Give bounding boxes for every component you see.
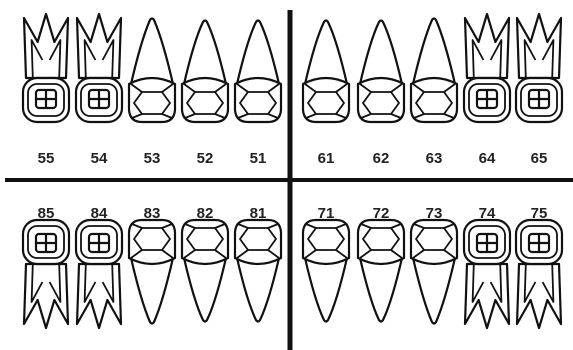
- tooth-74[interactable]: 74: [464, 205, 510, 328]
- tooth-shape-incisor: [358, 21, 404, 123]
- tooth-51[interactable]: 51: [235, 21, 281, 168]
- tooth-root: [305, 258, 347, 322]
- tooth-82[interactable]: 82: [182, 205, 228, 322]
- tooth-number-label: 53: [144, 150, 161, 167]
- tooth-root: [413, 258, 455, 324]
- tooth-number-label: 54: [91, 150, 108, 167]
- quadrant-upper-right: 55 54 53 52 51: [23, 14, 281, 167]
- tooth-shape-molar: [464, 220, 510, 328]
- tooth-75[interactable]: 75: [516, 205, 562, 328]
- tooth-number-label: 85: [38, 205, 55, 222]
- tooth-shape-canine: [411, 220, 457, 324]
- tooth-root: [517, 264, 561, 328]
- tooth-number-label: 62: [373, 150, 390, 167]
- quadrant-lower-left: 71 72 73 74 75: [303, 205, 562, 328]
- tooth-number-label: 51: [250, 150, 267, 167]
- tooth-number-label: 52: [197, 150, 214, 167]
- tooth-shape-canine: [129, 220, 175, 324]
- tooth-number-label: 65: [531, 150, 548, 167]
- tooth-number-label: 71: [318, 205, 335, 222]
- tooth-85[interactable]: 85: [23, 205, 69, 328]
- quadrant-lower-right: 85 84 83 82 81: [23, 205, 281, 328]
- tooth-84[interactable]: 84: [76, 205, 122, 328]
- tooth-root: [360, 258, 402, 322]
- tooth-number-label: 55: [38, 150, 55, 167]
- tooth-number-label: 82: [197, 205, 214, 222]
- tooth-root: [360, 21, 402, 85]
- tooth-65[interactable]: 65: [516, 14, 562, 167]
- tooth-53[interactable]: 53: [129, 19, 175, 168]
- tooth-number-label: 83: [144, 205, 161, 222]
- tooth-shape-incisor: [235, 220, 281, 322]
- tooth-root: [237, 21, 279, 85]
- tooth-root: [77, 14, 121, 78]
- tooth-root: [184, 21, 226, 85]
- tooth-72[interactable]: 72: [358, 205, 404, 322]
- tooth-root: [131, 258, 173, 324]
- tooth-number-label: 75: [531, 205, 548, 222]
- tooth-number-label: 84: [91, 205, 108, 222]
- tooth-number-label: 61: [318, 150, 335, 167]
- tooth-root: [24, 264, 68, 328]
- tooth-shape-incisor: [235, 21, 281, 123]
- tooth-shape-molar: [23, 220, 69, 328]
- tooth-shape-molar: [76, 14, 122, 122]
- tooth-root: [305, 21, 347, 85]
- tooth-shape-molar: [464, 14, 510, 122]
- tooth-52[interactable]: 52: [182, 21, 228, 168]
- tooth-root: [77, 264, 121, 328]
- tooth-shape-molar: [76, 220, 122, 328]
- tooth-54[interactable]: 54: [76, 14, 122, 167]
- tooth-81[interactable]: 81: [235, 205, 281, 322]
- tooth-root: [465, 264, 509, 328]
- tooth-shape-canine: [411, 19, 457, 123]
- tooth-55[interactable]: 55: [23, 14, 69, 167]
- tooth-shape-molar: [516, 220, 562, 328]
- tooth-root: [465, 14, 509, 78]
- tooth-root: [517, 14, 561, 78]
- tooth-shape-molar: [516, 14, 562, 122]
- tooth-71[interactable]: 71: [303, 205, 349, 322]
- tooth-63[interactable]: 63: [411, 19, 457, 168]
- tooth-shape-incisor: [303, 220, 349, 322]
- tooth-shape-incisor: [182, 220, 228, 322]
- tooth-shape-incisor: [303, 21, 349, 123]
- tooth-number-label: 72: [373, 205, 390, 222]
- tooth-shape-molar: [23, 14, 69, 122]
- tooth-62[interactable]: 62: [358, 21, 404, 168]
- tooth-root: [184, 258, 226, 322]
- tooth-number-label: 74: [479, 205, 496, 222]
- tooth-number-label: 64: [479, 150, 496, 167]
- tooth-shape-incisor: [358, 220, 404, 322]
- quadrant-upper-left: 61 62 63 64 65: [303, 14, 562, 167]
- tooth-number-label: 81: [250, 205, 267, 222]
- tooth-shape-canine: [129, 19, 175, 123]
- tooth-number-label: 63: [426, 150, 443, 167]
- tooth-61[interactable]: 61: [303, 21, 349, 168]
- tooth-73[interactable]: 73: [411, 205, 457, 324]
- tooth-64[interactable]: 64: [464, 14, 510, 167]
- tooth-number-label: 73: [426, 205, 443, 222]
- tooth-root: [24, 14, 68, 78]
- tooth-83[interactable]: 83: [129, 205, 175, 324]
- tooth-root: [413, 19, 455, 85]
- tooth-root: [131, 19, 173, 85]
- tooth-root: [237, 258, 279, 322]
- tooth-shape-incisor: [182, 21, 228, 123]
